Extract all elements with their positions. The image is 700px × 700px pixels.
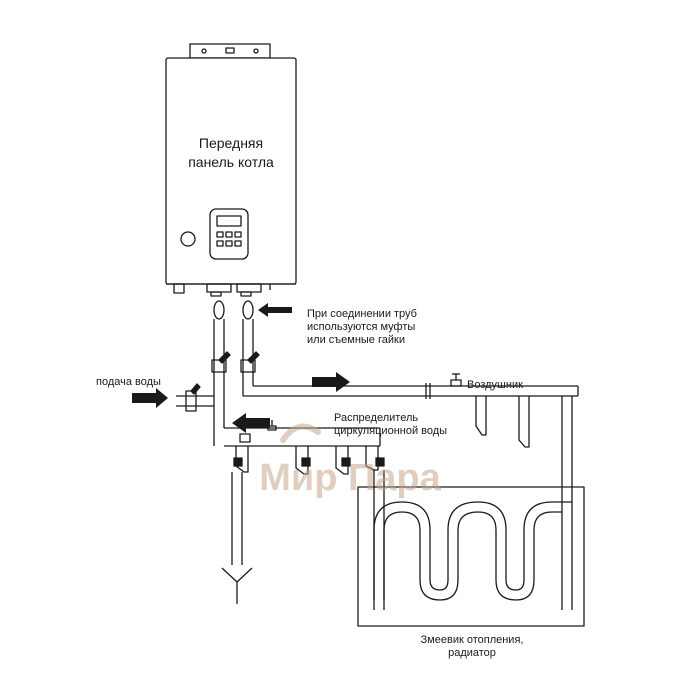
heating-coil-label-line1: Змеевик отопления, [421, 634, 524, 646]
manifold-label-line2: циркуляционной воды [334, 425, 447, 437]
air-vent-icon [450, 373, 462, 387]
ball-valve-return [211, 351, 231, 373]
supply-pipe-vertical [242, 319, 254, 396]
pipe-couplings [213, 300, 254, 320]
pressure-gauge-icon [180, 231, 196, 247]
boiler-panel-label-line1: Передняя [199, 135, 263, 151]
ball-valve-supply [240, 351, 260, 373]
water-supply-pipe [176, 383, 214, 412]
return-flow-arrow [232, 413, 270, 433]
watermark-text: Мир Пара [259, 457, 441, 499]
pipe-connection-arrow [258, 303, 292, 317]
pipe-connection-label-line2: используются муфты [307, 321, 415, 333]
drain-pipe [221, 472, 253, 604]
boiler-panel-label-line2: панель котла [188, 154, 274, 170]
pipe-connection-label-line3: или съемные гайки [307, 334, 405, 346]
heating-coil-label-line2: радиатор [448, 647, 496, 659]
return-pipe [213, 319, 225, 436]
air-vent-label: Воздушник [467, 379, 523, 391]
supply-pipe-horizontal [243, 383, 579, 399]
water-supply-label: подача воды [96, 376, 161, 388]
mounting-bracket [189, 43, 271, 59]
heating-coil-radiator [357, 486, 585, 627]
control-panel [209, 208, 249, 260]
watermark: Мир Пара [259, 423, 442, 499]
pipe-connection-label-line1: При соединении труб [307, 308, 417, 320]
boiler [165, 57, 297, 297]
manifold-label-line1: Распределитель [334, 412, 418, 424]
supply-drops [475, 396, 573, 610]
supply-flow-arrow [312, 372, 350, 392]
boiler-bottom-fittings [173, 283, 271, 297]
water-supply-arrow [132, 388, 168, 408]
